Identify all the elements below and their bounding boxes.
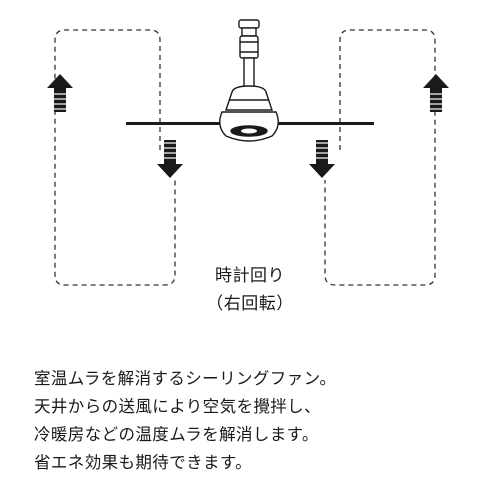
arrow-up-icon (46, 73, 74, 113)
ceiling-fan-icon (126, 19, 374, 142)
description-line-2: 天井からの送風により空気を攪拌し、 (34, 397, 321, 416)
description-line-1: 室温ムラを解消するシーリングファン。 (34, 369, 337, 388)
arrow-up-icon (422, 73, 450, 113)
description-line-4: 省エネ効果も期待できます。 (34, 453, 253, 472)
rotation-label-line2: （右回転） (206, 294, 294, 314)
arrow-down-icon (156, 139, 184, 179)
rotation-label-line1: 時計回り (215, 266, 285, 286)
airflow-diagram (46, 19, 450, 286)
description-line-3: 冷暖房などの温度ムラを解消します。 (34, 425, 319, 444)
arrow-down-icon (308, 139, 336, 179)
airflow-loop-right (324, 29, 436, 286)
airflow-loop-left (54, 29, 176, 286)
